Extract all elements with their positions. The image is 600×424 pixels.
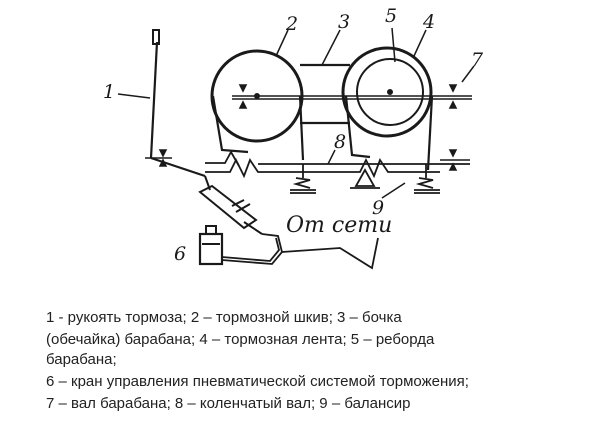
drum-barrel bbox=[300, 63, 350, 125]
network-label: От сети bbox=[286, 213, 392, 238]
label-5: 5 bbox=[385, 5, 397, 27]
right-spring bbox=[414, 164, 440, 194]
legend-line-3: барабана; bbox=[46, 351, 117, 368]
leader-line-3 bbox=[321, 29, 341, 66]
label-8: 8 bbox=[334, 131, 346, 153]
drum-flange bbox=[341, 46, 433, 138]
brake-handle bbox=[149, 29, 206, 178]
leader-line-2 bbox=[275, 29, 289, 57]
leader-line-5 bbox=[391, 27, 396, 63]
label-2: 2 bbox=[285, 13, 298, 35]
leader-line-7 bbox=[461, 65, 475, 83]
drum-shaft bbox=[232, 84, 472, 109]
pivot-support bbox=[350, 168, 380, 189]
leader-line-4 bbox=[413, 29, 427, 57]
leader-line-1 bbox=[117, 93, 151, 99]
legend-line-2: (обечайка) барабана; 4 – тормозная лента… bbox=[46, 331, 435, 348]
crankshaft-support bbox=[440, 149, 470, 171]
label-3: 3 bbox=[338, 11, 350, 33]
brake-system-diagram: 1 2 3 5 4 7 8 9 6 От сети bbox=[103, 5, 484, 270]
air-pipes bbox=[221, 233, 379, 270]
leader-line-8 bbox=[327, 149, 336, 165]
crankshaft bbox=[205, 150, 470, 179]
pneumatic-cylinder bbox=[198, 175, 263, 235]
legend-line-1: 1 - рукоять тормоза; 2 – тормозной шкив;… bbox=[46, 309, 402, 326]
label-6: 6 bbox=[174, 243, 186, 265]
legend-line-4: 6 – кран управления пневматической систе… bbox=[46, 373, 469, 390]
legend-line-5: 7 – вал барабана; 8 – коленчатый вал; 9 … bbox=[46, 395, 411, 412]
leader-line-9 bbox=[381, 182, 406, 199]
label-1: 1 bbox=[103, 81, 115, 103]
left-spring bbox=[290, 164, 316, 194]
brake-band bbox=[211, 95, 434, 171]
handle-support bbox=[145, 149, 172, 167]
control-valve bbox=[198, 225, 224, 266]
label-9: 9 bbox=[372, 197, 384, 219]
label-4: 4 bbox=[422, 11, 435, 33]
label-7: 7 bbox=[471, 49, 484, 71]
